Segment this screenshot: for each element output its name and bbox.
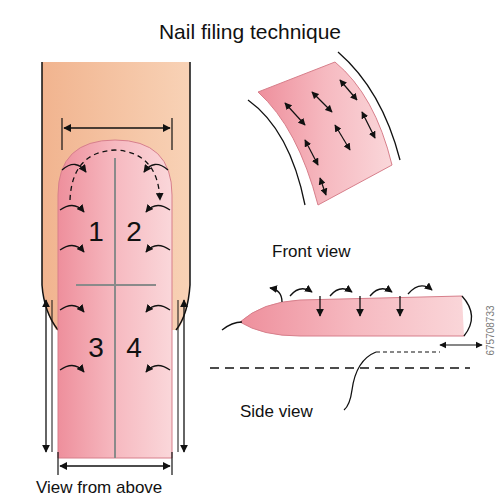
callout-number: 1 [88, 217, 104, 248]
diagram-title: Nail filing technique [159, 20, 341, 43]
view-label: Side view [240, 403, 313, 422]
callout-number: 4 [126, 333, 142, 364]
callout-number: 2 [126, 217, 142, 248]
watermark-text: 675708733 [485, 305, 496, 355]
callout-number: 3 [88, 333, 104, 364]
view-label: Front view [272, 243, 350, 262]
view-label: View from above [36, 479, 162, 498]
